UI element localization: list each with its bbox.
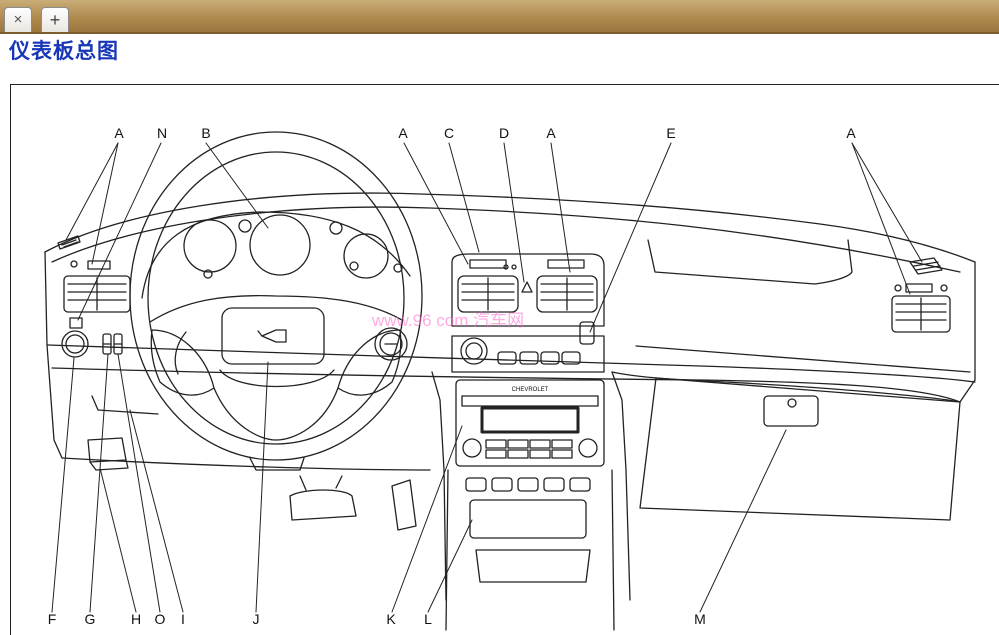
leader-lines	[51, 142, 923, 613]
hood-release	[87, 395, 159, 471]
radio-unit: CHEVROLET	[455, 379, 605, 467]
steering-wheel	[129, 131, 423, 461]
plus-icon: +	[49, 10, 61, 30]
watermark-text: www.96 com 汽车网	[371, 311, 524, 330]
close-tab-button[interactable]: ×	[4, 7, 32, 32]
callout-k: K	[386, 611, 396, 627]
lower-console	[431, 371, 631, 631]
browser-tab-bar: × +	[0, 0, 999, 34]
dash-switches	[102, 333, 123, 355]
callout-a3: A	[546, 125, 556, 141]
callout-h: H	[131, 611, 141, 627]
brake-pedal	[289, 475, 357, 521]
steering-column	[249, 457, 305, 471]
instrument-cluster	[141, 211, 411, 299]
dashboard-outline	[44, 192, 976, 471]
callout-g: G	[85, 611, 96, 627]
callout-c: C	[444, 125, 454, 141]
ignition-switch	[374, 327, 408, 361]
new-tab-button[interactable]: +	[41, 7, 69, 32]
callout-a2: A	[398, 125, 408, 141]
callout-d: D	[499, 125, 509, 141]
radio-brand-label: CHEVROLET	[512, 387, 549, 393]
horn-icon	[257, 329, 287, 343]
callout-l: L	[424, 611, 432, 627]
dashboard-diagram-frame	[10, 84, 999, 635]
center-vents	[451, 253, 605, 327]
callout-m: M	[694, 611, 706, 627]
callout-i: I	[181, 611, 185, 627]
accelerator-pedal	[391, 479, 417, 531]
close-icon: ×	[13, 11, 23, 28]
callout-e: E	[666, 125, 675, 141]
callout-f: F	[48, 611, 57, 627]
callout-j: J	[253, 611, 260, 627]
callout-n: N	[157, 125, 167, 141]
climate-controls	[451, 321, 605, 373]
page-title: 仪表板总图	[9, 39, 119, 63]
right-vent	[891, 257, 951, 333]
callout-labels: A N B A C D A E A F G H O I J K L M	[48, 125, 857, 627]
callout-b: B	[201, 125, 210, 141]
callout-a4: A	[846, 125, 856, 141]
glovebox	[639, 377, 961, 521]
left-vent	[57, 235, 131, 329]
callout-a1: A	[114, 125, 124, 141]
light-knob	[61, 330, 89, 358]
callout-o: O	[155, 611, 166, 627]
